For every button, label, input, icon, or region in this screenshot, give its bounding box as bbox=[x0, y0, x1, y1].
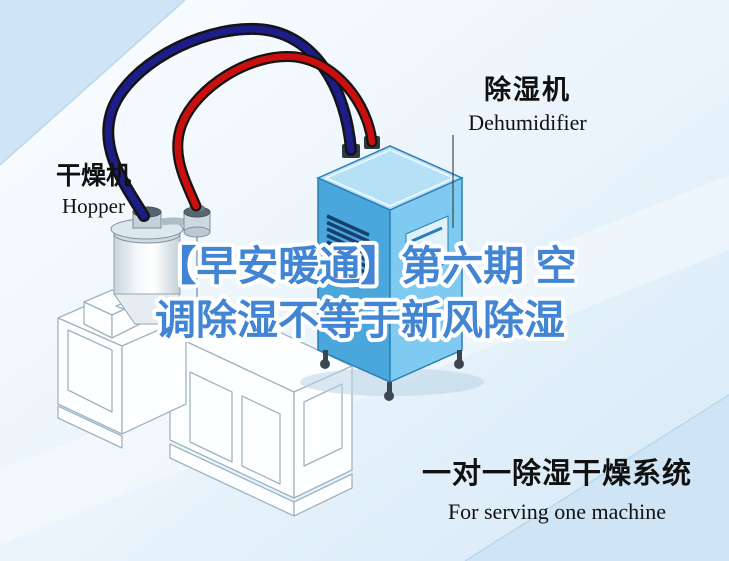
headline: 【早安暖通】第六期 空 【早安暖通】第六期 空 调除湿不等于新风除湿 调除湿不等… bbox=[151, 239, 581, 347]
hopper-label-en: Hopper bbox=[62, 193, 125, 218]
top-face-highlight bbox=[323, 148, 457, 208]
dehumidifier-label-en: Dehumidifier bbox=[468, 109, 587, 135]
display-strip bbox=[411, 226, 443, 243]
hopper-label: 干燥机 Hopper bbox=[36, 162, 151, 218]
brand-dot bbox=[330, 269, 336, 275]
panel-button-icon bbox=[420, 246, 426, 252]
extruder-door-1 bbox=[189, 371, 233, 463]
hopper-label-cn: 干燥机 bbox=[55, 162, 131, 190]
dehumidifier-illustration bbox=[300, 136, 484, 401]
headline-line-2: 调除湿不等于新风除湿 bbox=[155, 297, 565, 343]
gearbox-side bbox=[121, 317, 187, 435]
headline-line-1: 【早安暖通】第六期 空 bbox=[155, 243, 576, 289]
panel-button-icon bbox=[412, 250, 418, 256]
casters bbox=[320, 350, 464, 401]
headline-line-1-outline: 【早安暖通】第六期 空 bbox=[155, 243, 576, 289]
headline-line-2-outline: 调除湿不等于新风除湿 bbox=[155, 297, 565, 343]
gearbox-skirt bbox=[57, 405, 123, 449]
extruder-door-2 bbox=[241, 395, 281, 485]
vent-grille-icon bbox=[326, 214, 370, 276]
control-panel bbox=[405, 215, 449, 281]
gearbox-panel bbox=[67, 329, 113, 413]
caption: 一对一除湿干燥系统 For serving one machine bbox=[407, 450, 707, 525]
hopper-body bbox=[113, 233, 181, 295]
panel-button-icon bbox=[428, 243, 434, 249]
pipe-red bbox=[174, 53, 376, 210]
pipes bbox=[102, 22, 378, 222]
caption-cn: 一对一除湿干燥系统 bbox=[421, 458, 692, 490]
extruder-skirt-end bbox=[293, 473, 353, 517]
dehumidifier-label: 除湿机 Dehumidifier bbox=[425, 75, 630, 135]
dehumidifier-label-cn: 除湿机 bbox=[484, 75, 571, 105]
caption-en: For serving one machine bbox=[447, 499, 667, 524]
